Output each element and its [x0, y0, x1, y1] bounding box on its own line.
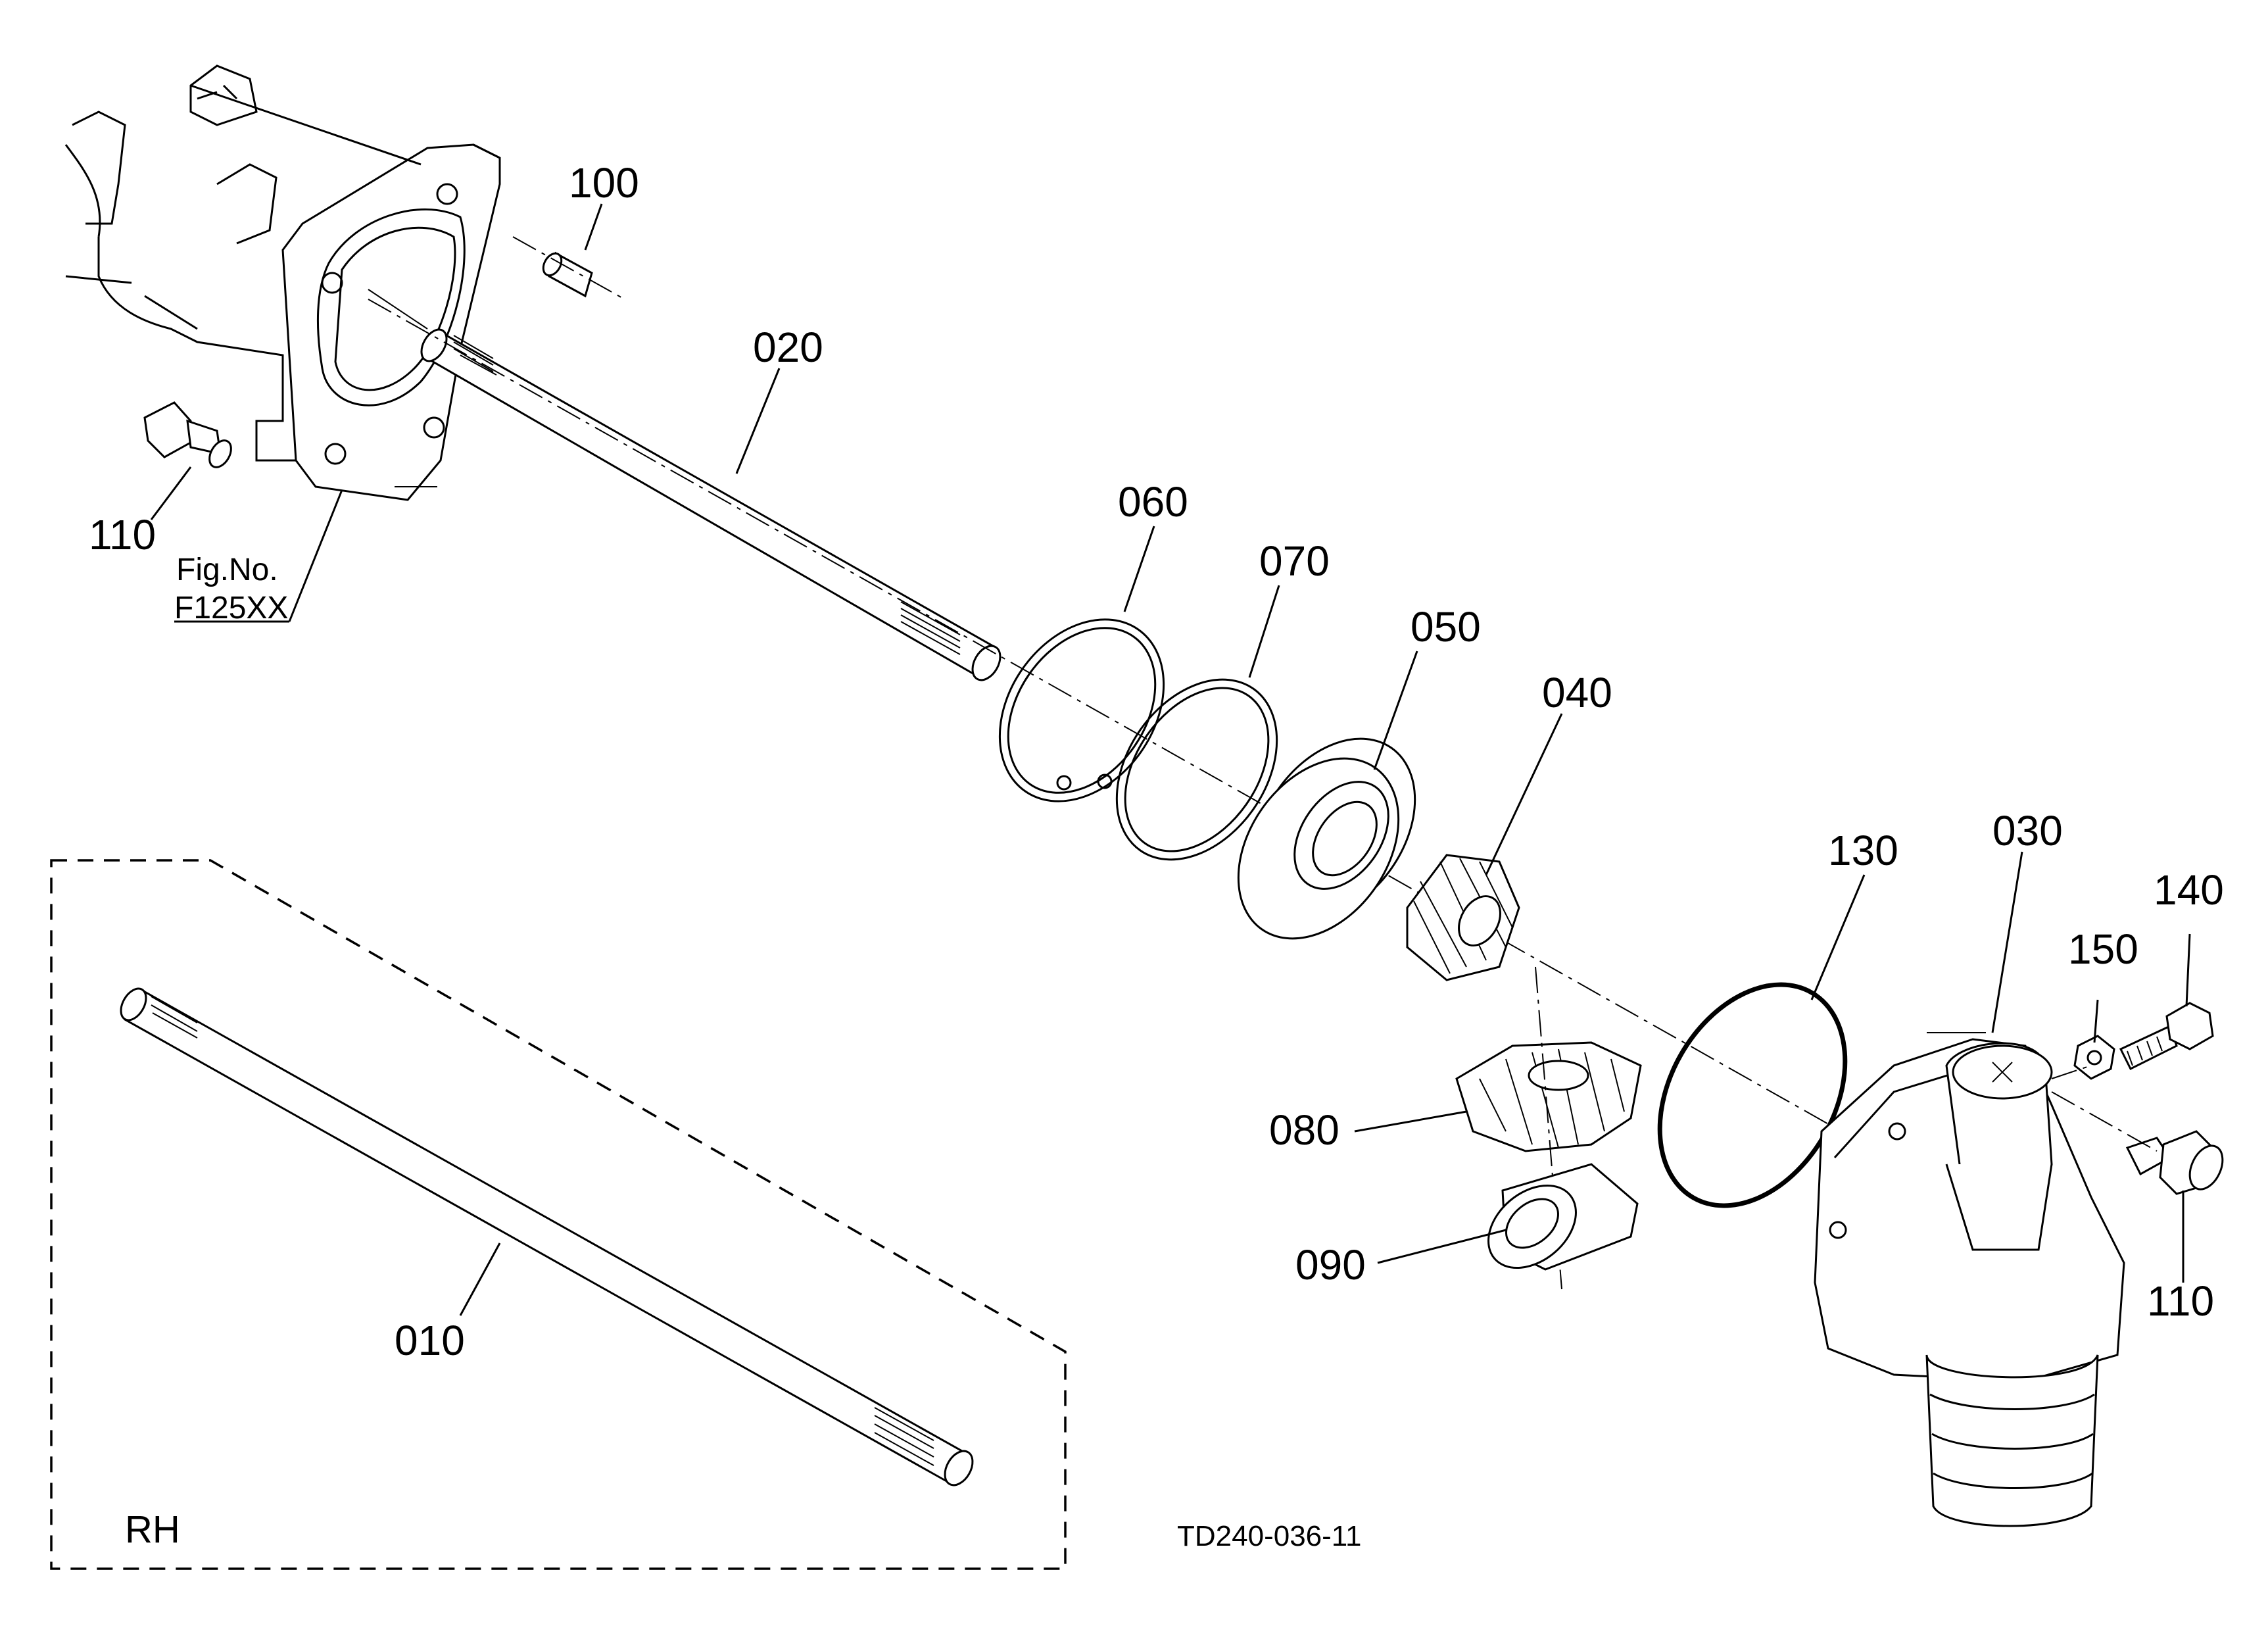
- leader-lines: [150, 203, 2191, 1316]
- part-label-100: 100: [569, 159, 639, 207]
- drawing-code: TD240-036-11: [1177, 1520, 1361, 1552]
- part-110-left-drawing: [143, 401, 232, 468]
- part-010-drawing: [120, 987, 974, 1487]
- part-label-150: 150: [2068, 925, 2138, 973]
- fig-ref-line2: F125XX: [174, 591, 288, 626]
- part-label-110-left: 110: [89, 511, 156, 558]
- fig-ref-line1: Fig.No.: [176, 553, 278, 587]
- rh-variant-dashed-box: [50, 859, 1067, 1570]
- part-label-020: 020: [753, 324, 823, 371]
- part-050-drawing: [1237, 737, 1416, 940]
- part-label-110-right: 110: [2147, 1277, 2214, 1325]
- part-020-drawing: [368, 299, 1842, 1132]
- variant-label-rh: RH: [125, 1508, 180, 1551]
- part-060-drawing: [998, 618, 1165, 802]
- part-100-drawing: [512, 236, 625, 300]
- part-label-010: 010: [395, 1317, 465, 1364]
- part-label-080: 080: [1269, 1106, 1339, 1154]
- part-070-drawing: [1115, 678, 1278, 861]
- part-label-070: 070: [1259, 537, 1330, 585]
- part-label-060: 060: [1118, 478, 1188, 526]
- part-label-050: 050: [1411, 603, 1481, 651]
- part-label-130: 130: [1828, 827, 1898, 874]
- part-label-030: 030: [1992, 807, 2063, 854]
- part-number-labels: 010 020 030 040 050 060 070 080 090 100 …: [89, 159, 2224, 1364]
- axle-housing-drawing: [64, 64, 501, 501]
- part-090-drawing: [1487, 1163, 1639, 1271]
- part-label-040: 040: [1542, 669, 1612, 716]
- part-140-drawing: [2051, 1002, 2214, 1079]
- part-030-drawing: [1814, 1032, 2125, 1527]
- part-label-140: 140: [2154, 866, 2224, 914]
- part-110-right-drawing: [2051, 1091, 2224, 1195]
- part-label-090: 090: [1295, 1241, 1366, 1289]
- part-040-drawing: [1406, 854, 1520, 981]
